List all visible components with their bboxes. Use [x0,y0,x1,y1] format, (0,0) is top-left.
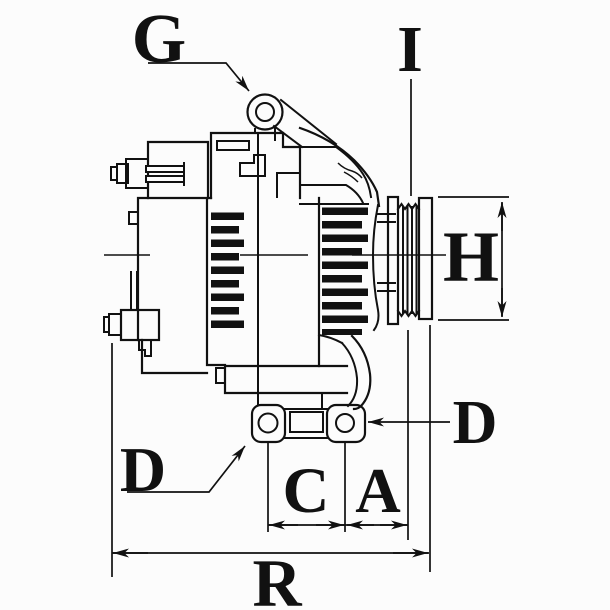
label-a: A [355,456,401,526]
pulley-groove-top-profile [396,202,421,211]
front-housing-nose [371,203,380,332]
dimension-annotations: G I H D D C A R [111,1,509,610]
through-bolt-head [215,367,226,384]
rear-housing-outline [136,196,321,375]
label-d-left: D [120,434,166,505]
top-lug-hole [255,102,275,122]
label-i: I [397,13,423,86]
lower-terminal-foot [138,339,152,357]
regulator-inner-slot [216,140,250,151]
alternator-body [103,93,396,444]
top-lug-brace [272,98,338,149]
bottom-lug-web [284,408,328,439]
pulley-groove-bottom-profile [396,309,421,318]
through-bolt [223,364,349,395]
pulley [386,195,434,326]
top-lug-boss [246,93,284,131]
dim-leader-d-left [127,445,246,493]
front-bracket-arm-inner [340,341,359,408]
lower-terminal-block [119,308,161,342]
terminal-pin-2 [145,175,185,183]
regulator-block-outline [209,131,302,200]
shaft-tab-upper [377,213,396,223]
front-housing-bottom [317,333,344,345]
label-c: C [283,455,330,527]
winding-curl-1 [337,162,363,179]
terminal-pin-1 [145,165,185,173]
shaft-tab-lower [377,282,396,292]
label-r: R [252,545,302,610]
label-g: G [132,1,186,78]
lower-terminal-bolt [108,313,122,336]
lower-terminal-stem [130,271,138,311]
pulley-left-flange [386,195,400,326]
terminal-connector-top [125,158,149,189]
bottom-lug-web-inner [289,411,324,433]
rear-cooling-fins [211,212,244,328]
bottom-lug-left-hole [257,412,279,434]
rear-housing-side-bump [128,211,139,225]
label-h: H [443,217,499,297]
front-cooling-fins [322,207,368,335]
front-housing-top-outer [298,126,381,208]
pulley-right-flange [417,196,434,321]
regulator-side-box [276,172,301,198]
bottom-lug-left-boss [250,403,287,444]
pulley-groove-lines [402,206,418,314]
bottom-lug-right-boss [325,403,367,444]
winding-curl-2 [343,171,359,183]
front-bracket-arm-outer [350,334,372,411]
label-d-right: D [453,389,498,457]
front-housing-top-inner [299,184,365,205]
terminal-bolt-head-top [110,166,118,181]
regulator-inner-notch [239,154,266,177]
bottom-lug-right-hole [335,413,355,433]
lower-terminal-bolt-head [103,316,110,333]
top-lug-supports [254,127,276,141]
front-housing-top-ledge [299,146,373,199]
dim-leader-g [148,62,250,92]
